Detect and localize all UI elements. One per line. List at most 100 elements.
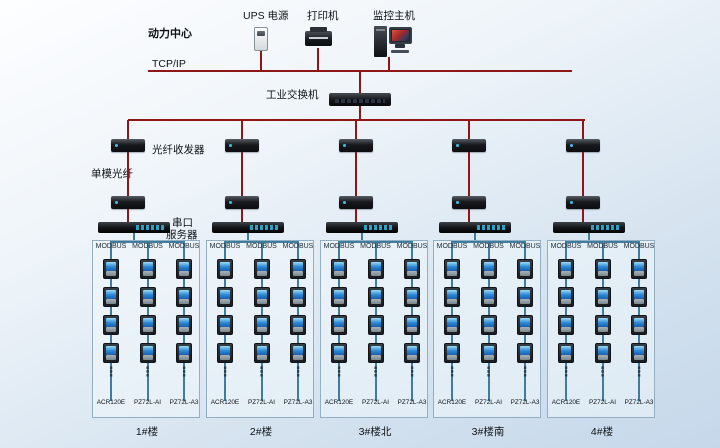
continuation-dots: ⋮ — [445, 364, 459, 379]
power-meter-icon — [631, 259, 647, 279]
meter-base — [370, 327, 381, 332]
continuation-dots: ⋮ — [218, 364, 232, 379]
building-label: 3#楼南 — [471, 426, 505, 438]
meter-base — [561, 327, 571, 332]
power-meter-icon — [253, 315, 270, 335]
meter-screen — [220, 262, 230, 271]
host-tower-icon — [374, 26, 387, 57]
continuation-dots: ⋮ — [632, 364, 646, 379]
meter-base — [293, 355, 303, 360]
host-monitor-icon — [389, 27, 412, 44]
meter-base — [220, 299, 230, 304]
meter-base — [370, 299, 381, 304]
meter-base — [634, 299, 644, 304]
single-mode-fiber-line — [582, 152, 584, 196]
serial-server-icon — [212, 222, 284, 233]
meter-base — [179, 271, 189, 276]
power-meter-icon — [331, 287, 347, 307]
meter-screen — [520, 290, 530, 299]
meter-screen — [634, 290, 644, 299]
meter-screen — [370, 262, 381, 271]
power-meter-icon — [217, 287, 233, 307]
switch-downlink-line — [359, 106, 361, 120]
meter-base — [561, 355, 571, 360]
fiber-drop-line — [241, 120, 243, 139]
power-meter-icon — [444, 343, 460, 363]
modbus-label: MODBUS — [587, 243, 618, 250]
meter-screen — [106, 290, 116, 299]
power-meter-icon — [631, 343, 647, 363]
fiber-serial-line — [355, 209, 357, 222]
meter-screen — [179, 346, 189, 355]
meter-base — [597, 299, 608, 304]
meter-screen — [520, 318, 530, 327]
single-mode-fiber-line — [355, 152, 357, 196]
meter-screen — [561, 346, 571, 355]
meter-base — [142, 271, 153, 276]
modbus-label: MODBUS — [323, 243, 355, 250]
power-meter-icon — [631, 287, 647, 307]
meter-type-label: PZ72L-AI — [589, 399, 616, 406]
fiber-drop-line — [127, 120, 129, 139]
power-meter-icon — [631, 315, 647, 335]
modbus-label: MODBUS — [246, 243, 277, 250]
fiber-transceiver-icon — [225, 139, 259, 152]
power-meter-icon — [480, 343, 497, 363]
meter-screen — [179, 262, 189, 271]
meter-base — [447, 271, 457, 276]
power-meter-icon — [367, 343, 384, 363]
connection-line-ups — [260, 51, 262, 71]
meter-base — [256, 299, 267, 304]
power-meter-icon — [290, 259, 306, 279]
meter-screen — [483, 346, 494, 355]
power-meter-icon — [139, 315, 156, 335]
meter-base — [407, 355, 417, 360]
meter-screen — [293, 262, 303, 271]
power-meter-icon — [480, 315, 497, 335]
fiber-transceiver-icon — [111, 196, 145, 209]
meter-screen — [370, 318, 381, 327]
power-meter-icon — [253, 343, 270, 363]
fiber-transceiver-icon — [111, 139, 145, 152]
meter-screen — [407, 318, 417, 327]
continuation-dots: ⋮ — [291, 364, 305, 379]
monitor-screen — [392, 30, 409, 41]
continuation-dots: ⋮ — [332, 364, 346, 379]
meter-screen — [634, 318, 644, 327]
power-meter-icon — [404, 287, 420, 307]
meter-screen — [447, 346, 457, 355]
meter-base — [179, 327, 189, 332]
meter-screen — [293, 346, 303, 355]
power-meter-icon — [139, 259, 156, 279]
modbus-label: MODBUS — [509, 243, 541, 250]
power-meter-icon — [367, 287, 384, 307]
power-meter-icon — [404, 259, 420, 279]
meter-type-label: PZ72L-AI — [248, 399, 275, 406]
power-meter-icon — [290, 287, 306, 307]
meter-screen — [370, 346, 381, 355]
printer-icon — [305, 27, 332, 46]
meter-screen — [407, 290, 417, 299]
meter-screen — [597, 318, 608, 327]
power-meter-icon — [176, 287, 192, 307]
meter-base — [220, 355, 230, 360]
continuation-dots: ⋮ — [405, 364, 419, 379]
power-meter-icon — [253, 287, 270, 307]
meter-base — [220, 327, 230, 332]
power-meter-icon — [558, 343, 574, 363]
meter-base — [293, 299, 303, 304]
meter-screen — [447, 290, 457, 299]
power-meter-icon — [290, 343, 306, 363]
power-meter-icon — [594, 315, 611, 335]
serial-server-icon — [326, 222, 398, 233]
power-meter-icon — [517, 343, 533, 363]
continuation-dots: ⋮ — [596, 364, 609, 379]
meter-base — [597, 327, 608, 332]
meter-base — [370, 355, 381, 360]
fiber-transceiver-icon — [452, 139, 486, 152]
single-mode-fiber-line — [241, 152, 243, 196]
meter-base — [334, 271, 344, 276]
